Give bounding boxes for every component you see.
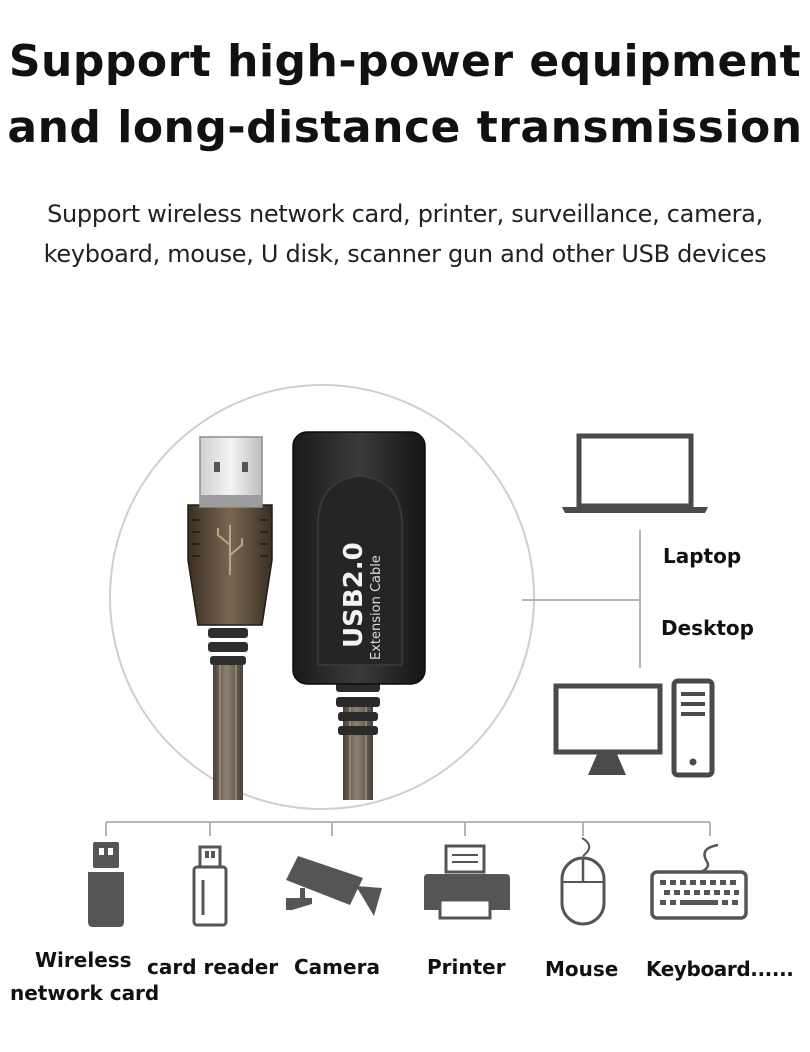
card-reader-icon [192, 845, 228, 927]
device-label-card-reader: card reader [147, 955, 279, 979]
laptop-label: Laptop [663, 544, 742, 568]
subtitle-line-2: keyboard, mouse, U disk, scanner gun and… [43, 240, 767, 268]
desktop-icon [553, 678, 715, 778]
device-label-network-card: network card [10, 981, 160, 1005]
laptop-icon [562, 433, 708, 513]
highlight-circle [109, 384, 535, 810]
device-label-printer: Printer [427, 955, 506, 979]
camera-icon [286, 856, 382, 916]
product-model-text: Extension Cable [369, 555, 384, 660]
subtitle-line-1: Support wireless network card, printer, … [47, 200, 763, 228]
device-label-keyboard: Keyboard...... [646, 957, 794, 981]
device-label-mouse: Mouse [545, 957, 619, 981]
extension-box-icon [292, 431, 426, 800]
headline-line-2: and long-distance transmission [7, 102, 803, 153]
printer-icon [424, 844, 510, 920]
usb-dongle-icon [88, 842, 124, 927]
device-label-camera: Camera [294, 955, 380, 979]
desktop-label: Desktop [661, 616, 754, 640]
mouse-icon [560, 837, 606, 926]
keyboard-icon [650, 843, 748, 920]
device-label-wireless: Wireless [35, 948, 132, 972]
product-brand-text: USB2.0 [339, 542, 369, 648]
usb-plug-icon [187, 436, 273, 800]
headline-line-1: Support high-power equipment [8, 36, 802, 87]
